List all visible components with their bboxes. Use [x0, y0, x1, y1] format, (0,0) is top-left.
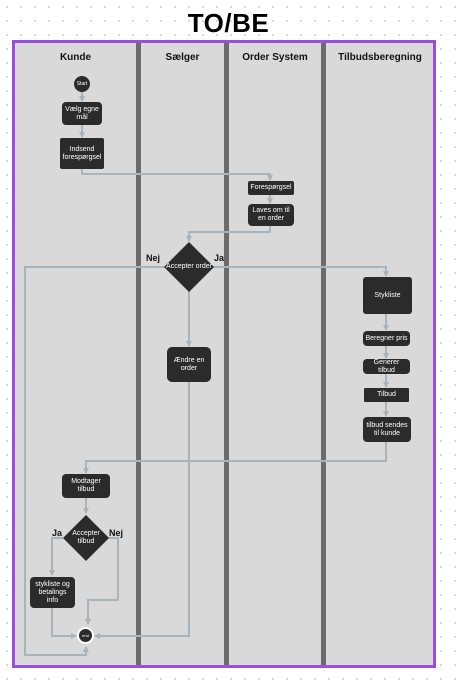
lane-header-tilbudsberegning: Tilbudsberegning: [338, 52, 422, 63]
edge-indsend-to-forespoergsel: [81, 169, 273, 181]
edge-accepter-tilbud-nej: [85, 537, 119, 625]
lane-divider: [136, 43, 141, 665]
end-node: end: [77, 627, 94, 644]
node-tilbud: Tilbud: [364, 388, 409, 402]
edge-sendes-to-modtager: [83, 442, 387, 474]
lane-header-kunde: Kunde: [59, 52, 92, 63]
edge-label-order-nej: Nej: [146, 253, 161, 263]
edge-accepter-ja-to-stykliste: [213, 266, 389, 277]
node-generer-tilbud: Generer tilbud: [363, 359, 410, 374]
node-beregner-pris: Beregner pris: [363, 331, 410, 346]
node-tilbud-sendes-til-kunde: tilbud sendes til kunde: [363, 417, 411, 442]
node-modtager-tilbud: Modtager tilbud: [62, 474, 110, 498]
node-forespoergsel: Forespørgsel: [248, 181, 294, 195]
node-stykliste-betalings-info: stykliste og betalings info: [30, 577, 75, 608]
decision-accepter-tilbud-label: Accepter tilbud: [72, 530, 100, 545]
start-node: Start: [74, 76, 90, 92]
edge-label-tilbud-ja: Ja: [52, 528, 63, 538]
decision-accepter-order: [164, 242, 214, 292]
decision-accepter-tilbud: [63, 515, 109, 561]
edge-stykliste-betaling-to-end: [51, 608, 77, 639]
lane-divider: [224, 43, 229, 665]
lane-header-order-system: Order System: [242, 52, 308, 63]
edge-label-order-ja: Ja: [214, 253, 225, 263]
node-vaelg-egne-maal: Vælg egne mål: [62, 102, 102, 125]
decision-accepter-order-label: Accepter order: [166, 263, 212, 270]
edge-accepter-tilbud-ja: [49, 537, 63, 576]
lane-divider: [321, 43, 326, 665]
edge-accepter-nej-to-end: [24, 266, 165, 656]
node-stykliste: Stykliste: [363, 277, 412, 314]
node-laves-om-til-order: Laves om til en order: [248, 204, 294, 226]
node-aendre-en-order: Ændre en order: [167, 347, 211, 382]
node-indsend-forespoergsel: Indsend forespørgsel: [60, 138, 104, 169]
edge-laves-to-accepter: [186, 226, 271, 242]
page-title: TO/BE: [187, 8, 270, 38]
lane-header-saelger: Sælger: [165, 52, 200, 63]
edge-aendre-to-end: [94, 382, 190, 639]
edge-label-tilbud-nej: Nej: [109, 528, 124, 538]
